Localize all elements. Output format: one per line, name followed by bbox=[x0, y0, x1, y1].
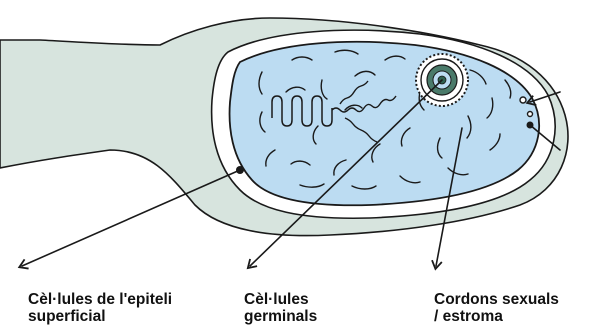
label-germinal-line1: Cèl·lules bbox=[244, 291, 317, 308]
label-germinal-cells: Cèl·lules germinals bbox=[244, 291, 317, 325]
label-germinal-line2: germinals bbox=[244, 308, 317, 325]
arrow-epithelium bbox=[22, 170, 240, 266]
label-epithelial-line2: superficial bbox=[28, 308, 172, 325]
inner-region bbox=[230, 42, 540, 205]
label-epithelial-cells: Cèl·lules de l'epiteli superficial bbox=[28, 291, 172, 325]
label-sex-cords: Cordons sexuals / estroma bbox=[434, 291, 559, 325]
label-cords-line2: / estroma bbox=[434, 308, 559, 325]
label-epithelial-line1: Cèl·lules de l'epiteli bbox=[28, 291, 172, 308]
label-cords-line1: Cordons sexuals bbox=[434, 291, 559, 308]
